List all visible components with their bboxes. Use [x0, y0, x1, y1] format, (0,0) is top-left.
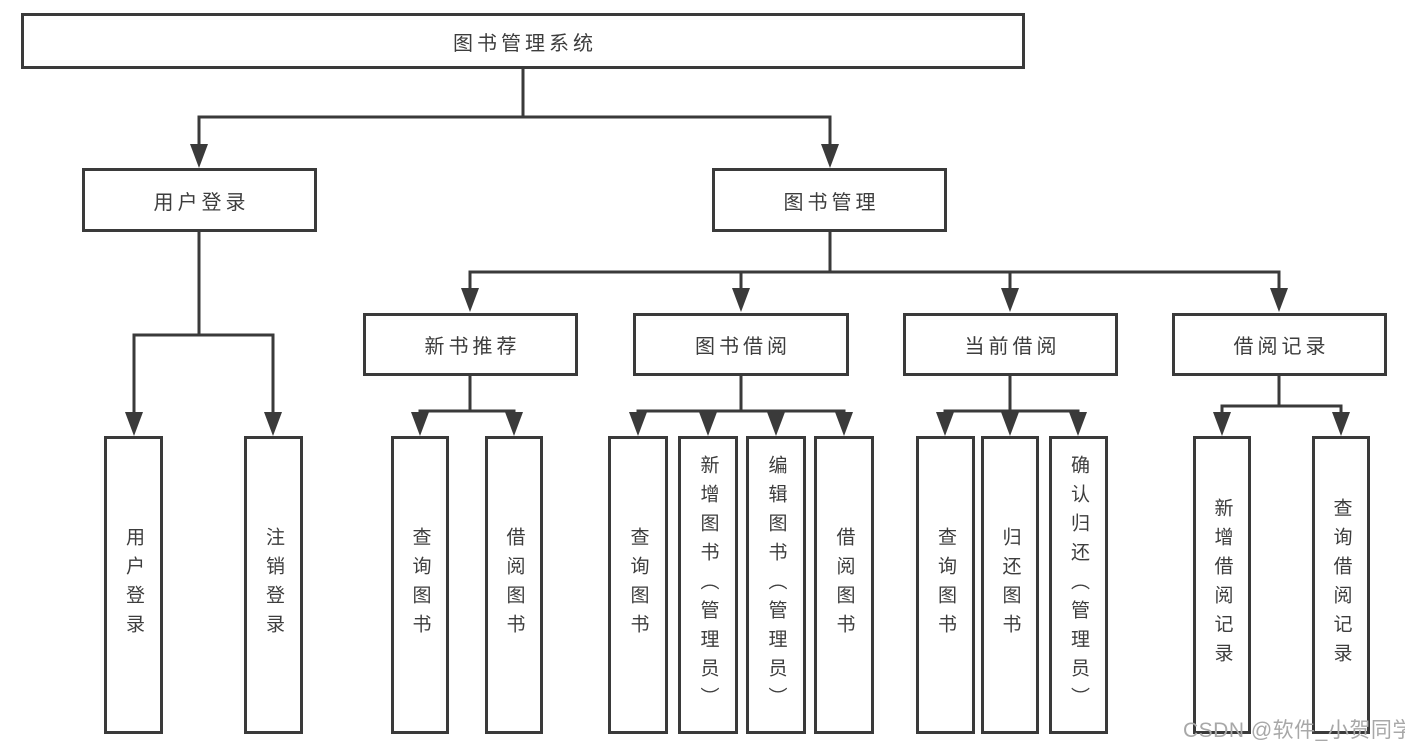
node-leaf-records-query-record: 查询借阅记录 [1312, 436, 1370, 734]
node-new-book-recommend: 新书推荐 [363, 313, 578, 376]
node-leaf-current-query-books: 查询图书 [916, 436, 975, 734]
arrowhead-icons [125, 144, 1350, 436]
node-leaf-records-add-record: 新增借阅记录 [1193, 436, 1251, 734]
node-user-login-branch: 用户登录 [82, 168, 317, 232]
node-leaf-user-login: 用户登录 [104, 436, 163, 734]
node-leaf-borrowing-edit-books-admin: 编辑图书（管理员） [746, 436, 806, 734]
node-book-management-branch: 图书管理 [712, 168, 947, 232]
node-leaf-borrowing-query-books: 查询图书 [608, 436, 668, 734]
node-leaf-newbook-query-books: 查询图书 [391, 436, 449, 734]
node-leaf-newbook-borrow-books: 借阅图书 [485, 436, 543, 734]
node-leaf-current-return-books: 归还图书 [981, 436, 1039, 734]
node-leaf-logout: 注销登录 [244, 436, 303, 734]
node-system-root: 图书管理系统 [21, 13, 1025, 69]
node-current-borrowing: 当前借阅 [903, 313, 1118, 376]
node-leaf-borrowing-borrow-books: 借阅图书 [814, 436, 874, 734]
connector-paths [132, 67, 1343, 416]
node-leaf-current-confirm-return-admin: 确认归还（管理员） [1049, 436, 1108, 734]
node-book-borrowing: 图书借阅 [633, 313, 849, 376]
watermark: CSDN @软件_小贺同学 [1183, 719, 1405, 742]
node-borrowing-records: 借阅记录 [1172, 313, 1387, 376]
node-leaf-borrowing-add-books-admin: 新增图书（管理员） [678, 436, 738, 734]
